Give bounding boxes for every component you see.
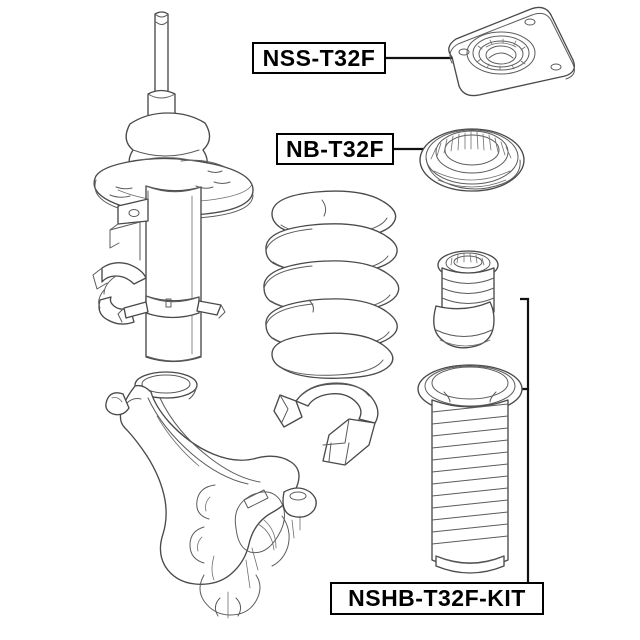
- callout-label-nshb-t32f-kit[interactable]: NSHB-T32F-KIT: [330, 582, 544, 615]
- lower-bracket: [145, 295, 200, 319]
- part-strut-assembly: [92, 11, 254, 363]
- part-strut-mount-bearing: [419, 128, 525, 192]
- strut-body: [145, 185, 202, 363]
- part-pinch-clamp: [273, 382, 379, 466]
- bump-stop-base: [433, 301, 495, 349]
- clamp-ear-left: [273, 394, 303, 428]
- coil-2: [265, 223, 398, 274]
- bracket-ear-right: [196, 300, 222, 316]
- part-strut-support-mount: [448, 6, 576, 97]
- boot-top-opening: [431, 366, 509, 400]
- callout-label-nss-t32f[interactable]: NSS-T32F: [252, 42, 386, 74]
- knuckle-hub-bore: [234, 491, 285, 554]
- clamp-ear-right: [322, 418, 376, 466]
- brake-line-clip-upper: [101, 262, 147, 285]
- coil-3: [263, 260, 400, 313]
- part-coil-spring: [263, 190, 400, 379]
- callout-label-nb-t32f[interactable]: NB-T32F: [276, 133, 394, 165]
- leader-nshb-branch: [520, 297, 530, 391]
- knuckle-body: [119, 384, 300, 585]
- part-dust-boot: [417, 364, 523, 574]
- part-bump-stop: [433, 250, 499, 349]
- clamp-band: [295, 383, 379, 424]
- part-steering-knuckle: [105, 371, 317, 619]
- bracket-ear-left: [123, 301, 149, 319]
- knuckle-boss-left: [105, 392, 130, 416]
- mount-plate: [448, 6, 576, 97]
- knuckle-tierod-boss: [282, 487, 317, 518]
